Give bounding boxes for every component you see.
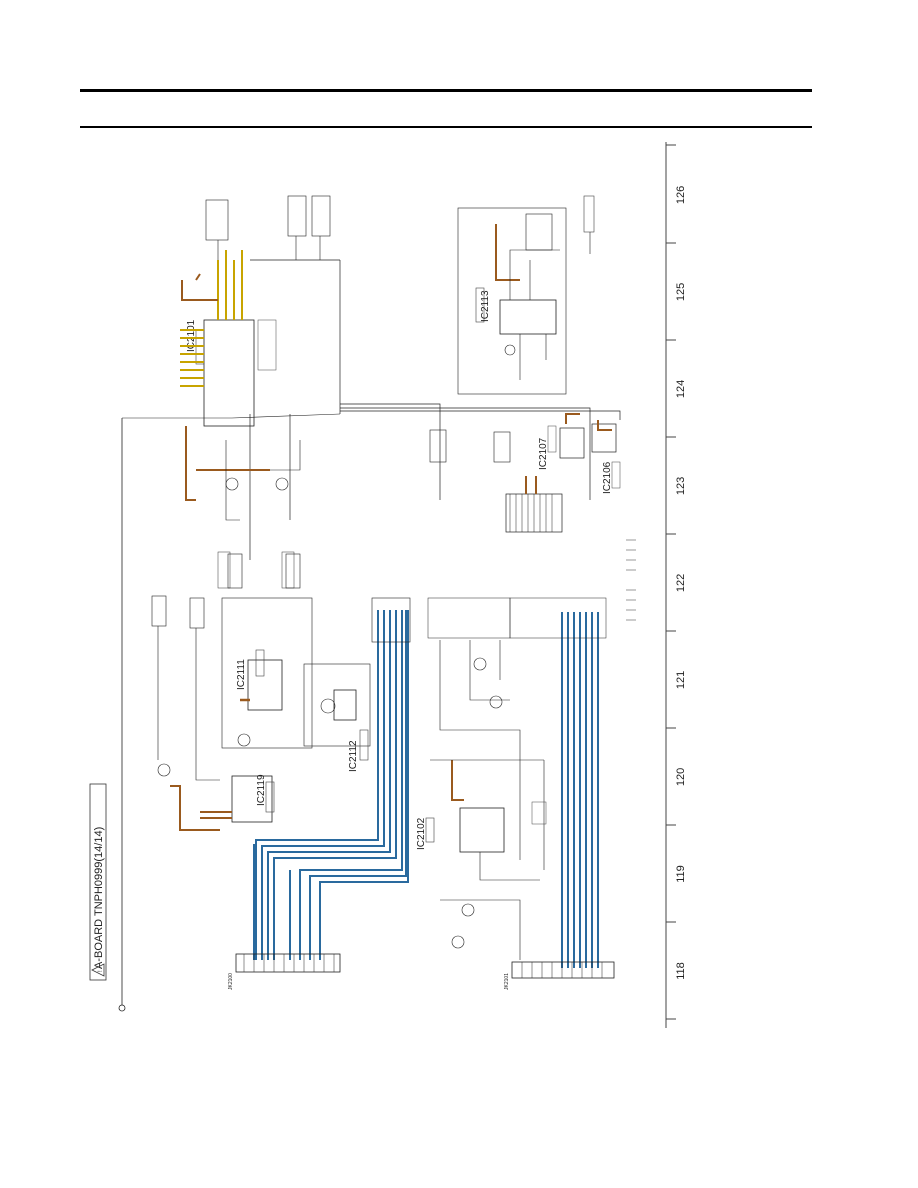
ic2102-block: IC2102 — [416, 597, 547, 960]
jk2101-connector: JK2101 — [504, 961, 615, 990]
column-number: 120 — [675, 768, 687, 786]
transistor-area-upper — [185, 426, 301, 589]
ic2107-label: IC2107 — [538, 437, 549, 470]
ic2107-ic2106-block: IC2107 IC2106 — [538, 413, 621, 494]
ic2101-block: IC2101 — [180, 250, 277, 427]
ic2106-label: IC2106 — [602, 461, 613, 494]
ic2102-label: IC2102 — [416, 817, 427, 850]
title-block: A-BOARD TNPH0999(14/14) ! — [89, 783, 107, 981]
jk2101-label: JK2101 — [504, 973, 510, 990]
column-number: 123 — [675, 477, 687, 495]
ic2112-label: IC2112 — [348, 740, 359, 772]
ic2119-block: IC2119 — [157, 763, 275, 831]
blue-bus-upper — [253, 610, 409, 960]
ic2113-block: IC2113 — [457, 195, 595, 395]
ic2113-label: IC2113 — [480, 290, 491, 322]
output-connectors-top — [205, 195, 331, 260]
column-number: 121 — [675, 671, 687, 689]
jk2100-label: JK2100 — [228, 973, 234, 990]
ground-rail — [118, 413, 341, 1012]
sheet-title: A-BOARD TNPH0999(14/14) — [93, 827, 105, 969]
header-rule — [80, 89, 812, 92]
warning-triangle-icon: ! — [91, 963, 105, 977]
column-number: 118 — [675, 962, 687, 980]
mid-connector-strip — [429, 429, 563, 533]
ic2119-label: IC2119 — [256, 774, 267, 806]
column-number: 124 — [675, 380, 687, 398]
ic2111-label: IC2111 — [236, 659, 247, 690]
component-legend — [626, 539, 636, 621]
main-bus-frame — [249, 259, 621, 560]
column-number: 119 — [675, 865, 687, 883]
column-number: 122 — [675, 574, 687, 592]
ic2111-block: IC2111 — [221, 597, 313, 749]
lower-right-bus-box — [509, 597, 607, 639]
warning-symbol: ! — [98, 970, 104, 972]
jk2100-connector: JK2100 — [228, 953, 341, 990]
upper-right-bus-box — [371, 597, 411, 643]
column-ruler: 118 119 120 121 122 123 124 125 126 — [665, 142, 687, 1028]
ic2112-block: IC2112 — [303, 663, 371, 772]
column-number: 125 — [675, 283, 687, 301]
ic2101-label: IC2101 — [186, 319, 197, 352]
misc-boxes — [151, 553, 301, 781]
blue-bus-lower — [561, 612, 599, 968]
column-number: 126 — [675, 186, 687, 204]
header-rule-lower — [80, 126, 812, 128]
